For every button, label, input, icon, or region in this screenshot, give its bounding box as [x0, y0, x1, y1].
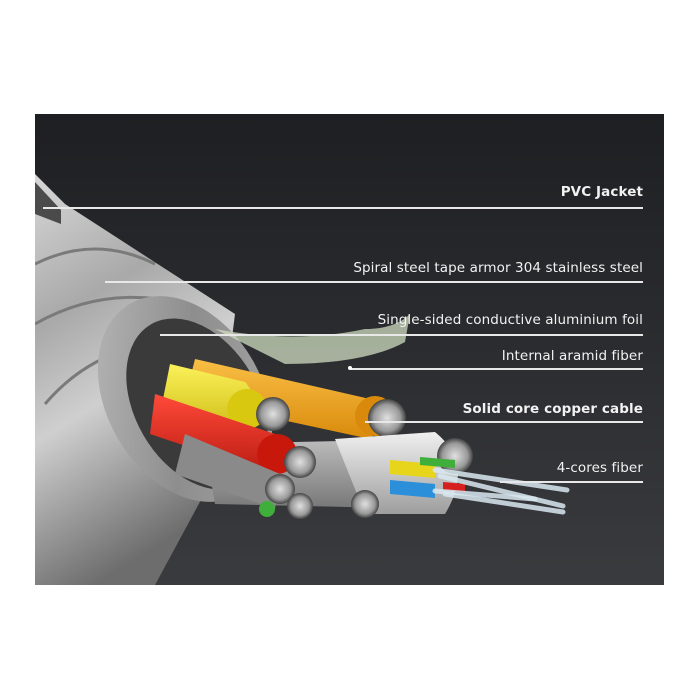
- label-steel-tape-armor: Spiral steel tape armor 304 stainless st…: [353, 260, 643, 276]
- label-fiber-cores: 4-cores fiber: [556, 460, 643, 476]
- label-copper-cable: Solid core copper cable: [462, 401, 643, 417]
- leader-dot-aramid-fiber: [348, 366, 352, 370]
- cable-diagram-panel: PVC Jacket Spiral steel tape armor 304 s…: [35, 114, 664, 585]
- label-pvc-jacket: PVC Jacket: [560, 184, 643, 200]
- leader-line-aluminium-foil: [160, 334, 643, 336]
- leader-line-fiber-cores: [500, 481, 643, 483]
- leader-line-copper-cable: [365, 421, 643, 423]
- label-aluminium-foil: Single-sided conductive aluminium foil: [377, 312, 643, 328]
- label-aramid-fiber: Internal aramid fiber: [501, 348, 643, 364]
- leader-line-aramid-fiber: [351, 368, 643, 370]
- cable-illustration: [35, 174, 570, 585]
- leader-line-steel-tape-armor: [105, 281, 643, 283]
- leader-line-pvc-jacket: [43, 207, 643, 209]
